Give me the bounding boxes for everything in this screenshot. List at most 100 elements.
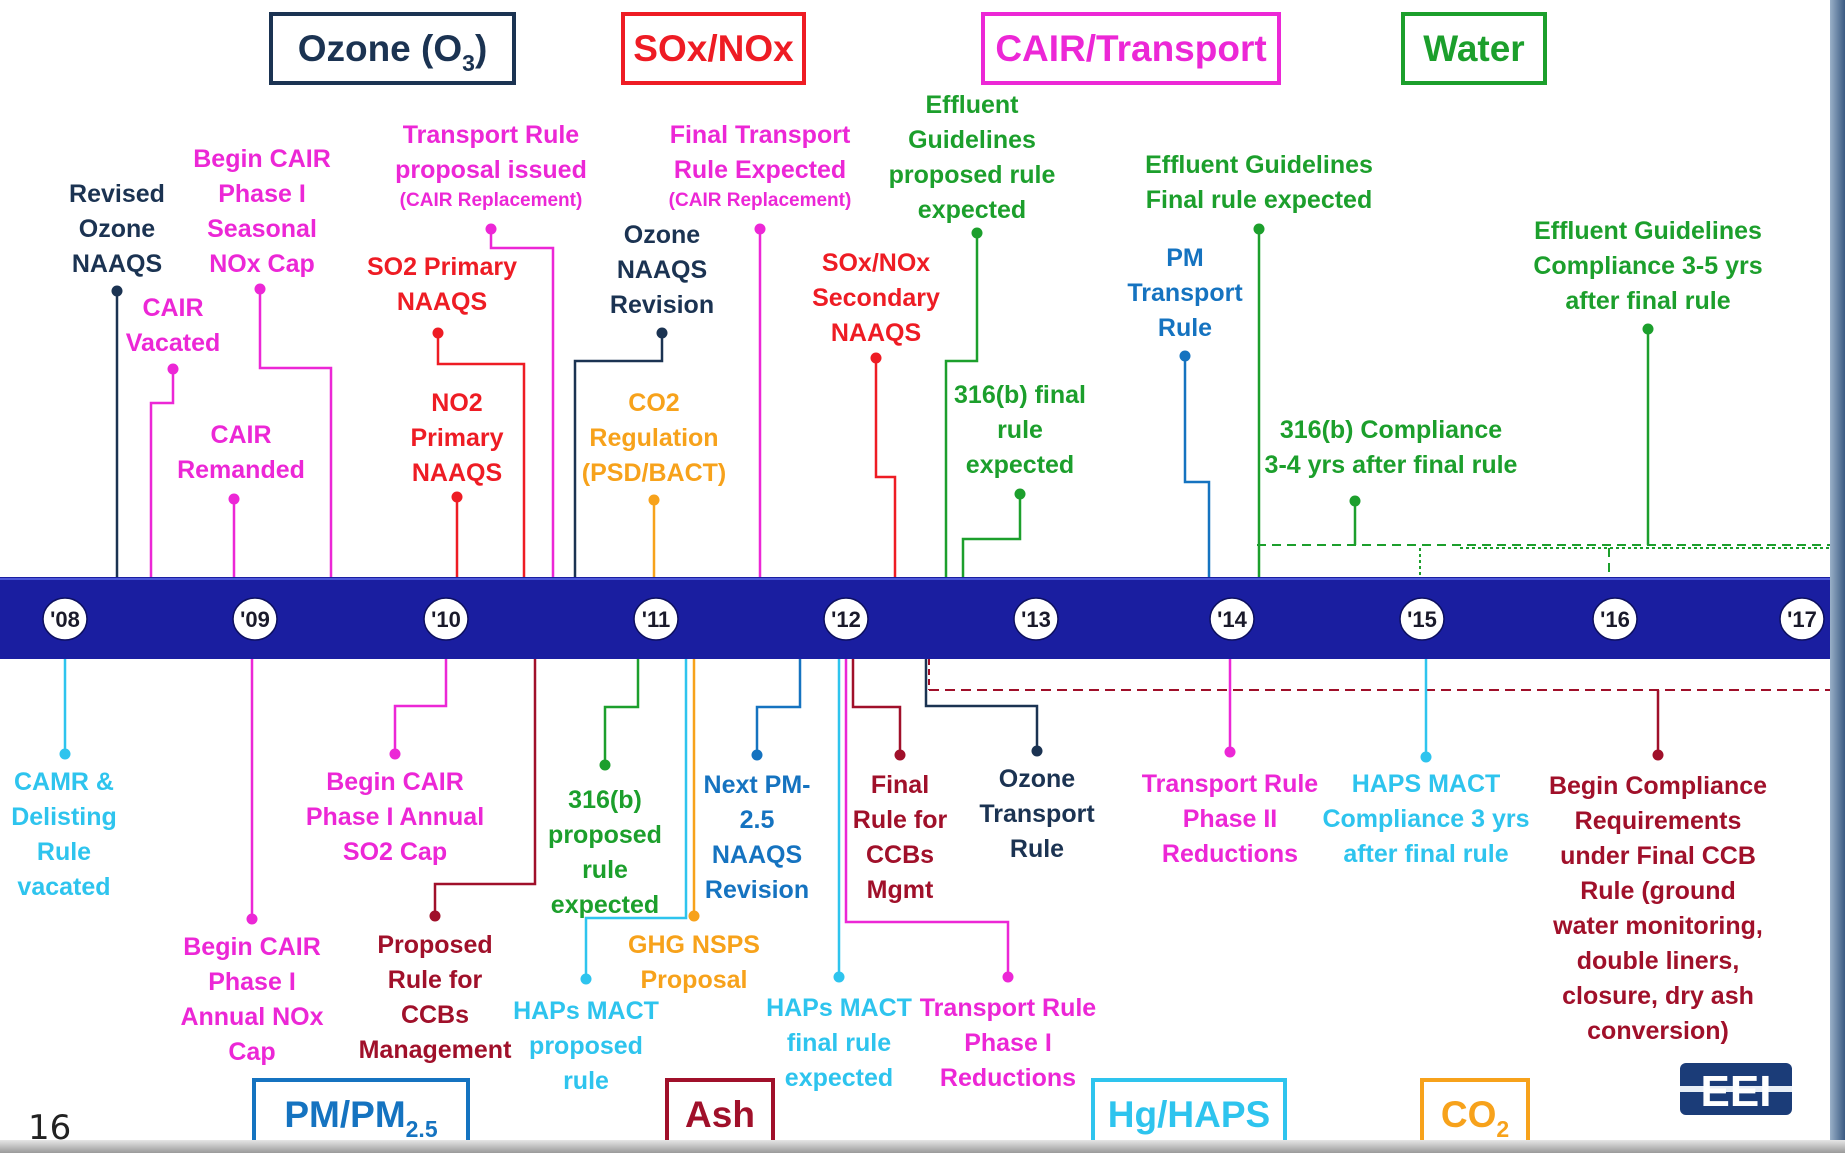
ozone-revision-label: Ozone NAAQS Revision bbox=[610, 218, 714, 323]
pm-transport-label: PM Transport Rule bbox=[1127, 241, 1242, 346]
next-pm25-label: Next PM- 2.5 NAAQS Revision bbox=[704, 768, 811, 908]
year-label: '17 bbox=[1787, 607, 1817, 632]
final-transport-note: (CAIR Replacement) bbox=[668, 190, 852, 211]
begin-cair-seasonal-connector bbox=[258, 289, 333, 577]
final-transport-dot bbox=[754, 223, 766, 235]
effluent-proposed-label: Effluent Guidelines proposed rule expect… bbox=[889, 88, 1056, 228]
transport-phase1-dot bbox=[1002, 971, 1014, 983]
haps-mact-final-dot bbox=[833, 971, 845, 983]
316b-proposed-text: 316(b) proposed rule expected bbox=[548, 786, 662, 919]
co2-regulation-dot bbox=[648, 494, 660, 506]
pm-transport-text: PM Transport Rule bbox=[1127, 244, 1243, 342]
ghg-nsps-dot bbox=[688, 910, 700, 922]
cair-remanded-label: CAIR Remanded bbox=[177, 418, 305, 488]
category-ozone-close: ) bbox=[474, 27, 488, 69]
next-pm25-dot bbox=[751, 749, 763, 761]
begin-cair-seasonal-dot bbox=[254, 283, 266, 295]
co2-regulation-label: CO2 Regulation (PSD/BACT) bbox=[582, 386, 726, 491]
year-label: '11 bbox=[642, 607, 671, 632]
category-ozone-subscript: 3 bbox=[462, 49, 475, 76]
effluent-proposed-dot bbox=[971, 227, 983, 239]
year-marker-circle bbox=[1779, 597, 1825, 641]
316b-proposed-dot bbox=[599, 759, 611, 771]
category-soxnox-label: SOx/NOx bbox=[633, 27, 794, 69]
cair-vacated-connector bbox=[149, 369, 175, 577]
begin-cair-annual-nox-label: Begin CAIR Phase I Annual NOx Cap bbox=[180, 930, 323, 1070]
timeline-bar bbox=[0, 577, 1830, 659]
year-marker: '16 bbox=[1592, 597, 1638, 641]
ccb-compliance-label: Begin Compliance Requirements under Fina… bbox=[1549, 769, 1767, 1049]
year-marker-circle bbox=[1399, 597, 1445, 641]
haps-mact-final-label: HAPs MACT final rule expected bbox=[766, 991, 912, 1096]
no2-primary-label: NO2 Primary NAAQS bbox=[410, 386, 503, 491]
haps-mact-proposed-text: HAPs MACT proposed rule bbox=[513, 997, 659, 1095]
year-label: '14 bbox=[1217, 607, 1247, 632]
transport-phase2-text: Transport Rule Phase II Reductions bbox=[1141, 770, 1319, 868]
so2-primary-text: SO2 Primary NAAQS bbox=[366, 253, 518, 316]
transport-proposal-label: Transport Rule proposal issued(CAIR Repl… bbox=[395, 118, 587, 214]
effluent-compliance-dot bbox=[1642, 323, 1654, 335]
year-marker-circle bbox=[42, 597, 88, 641]
category-water-box: Water bbox=[1401, 12, 1547, 85]
pm-transport-dot bbox=[1179, 350, 1191, 362]
year-marker: '17 bbox=[1779, 597, 1825, 641]
year-label: '12 bbox=[831, 607, 861, 632]
slide-bottom-shade bbox=[0, 1140, 1845, 1153]
soxnox-secondary-label: SOx/NOx Secondary NAAQS bbox=[812, 246, 940, 351]
cair-remanded-text: CAIR Remanded bbox=[177, 421, 305, 484]
haps-compliance-dot bbox=[1420, 751, 1432, 763]
effluent-compliance-text: Effluent Guidelines Compliance 3-5 yrs a… bbox=[1533, 217, 1763, 315]
category-cair-box: CAIR/Transport bbox=[981, 12, 1281, 85]
transport-phase1-connector bbox=[844, 659, 1010, 977]
cair-remanded-dot bbox=[228, 493, 240, 505]
haps-mact-proposed-dot bbox=[580, 973, 592, 985]
final-transport-label: Final Transport Rule Expected(CAIR Repla… bbox=[669, 118, 852, 214]
316b-proposed-label: 316(b) proposed rule expected bbox=[548, 783, 662, 923]
haps-mact-proposed-label: HAPs MACT proposed rule bbox=[513, 994, 659, 1099]
so2-primary-dot bbox=[432, 327, 444, 339]
year-marker: '10 bbox=[423, 597, 469, 641]
ccb-compliance-dot bbox=[1652, 749, 1664, 761]
cair-vacated-label: CAIR Vacated bbox=[126, 291, 221, 361]
begin-cair-annual-nox-dot bbox=[246, 913, 258, 925]
haps-compliance-text: HAPS MACT Compliance 3 yrs after final r… bbox=[1322, 770, 1530, 868]
eei-logo: EEI bbox=[1680, 1063, 1792, 1115]
category-water-label: Water bbox=[1423, 27, 1525, 69]
proposed-ccb-text: Proposed Rule for CCBs Management bbox=[358, 931, 512, 1064]
year-label: '16 bbox=[1600, 607, 1630, 632]
camr-label: CAMR & Delisting Rule vacated bbox=[11, 765, 117, 905]
year-marker-circle bbox=[823, 597, 869, 641]
effluent-compliance-label: Effluent Guidelines Compliance 3-5 yrs a… bbox=[1533, 214, 1762, 319]
ozone-transport-text: Ozone Transport Rule bbox=[979, 765, 1095, 863]
year-marker-circle bbox=[1209, 597, 1255, 641]
proposed-ccb-label: Proposed Rule for CCBs Management bbox=[359, 928, 512, 1068]
316b-final-dot bbox=[1014, 488, 1026, 500]
year-label: '08 bbox=[50, 607, 80, 632]
transport-proposal-connector bbox=[489, 229, 555, 577]
final-ccb-dot bbox=[894, 749, 906, 761]
haps-mact-proposed-connector bbox=[584, 659, 688, 979]
effluent-final-label: Effluent Guidelines Final rule expected bbox=[1145, 148, 1373, 218]
category-ash-label: Ash bbox=[685, 1093, 755, 1135]
proposed-ccb-connector bbox=[433, 659, 537, 916]
year-marker-circle bbox=[1013, 597, 1059, 641]
begin-cair-annual-nox-text: Begin CAIR Phase I Annual NOx Cap bbox=[180, 933, 324, 1066]
begin-cair-seasonal-label: Begin CAIR Phase I Seasonal NOx Cap bbox=[193, 142, 331, 282]
category-co2-subscript: 2 bbox=[1496, 1115, 1510, 1142]
ozone-transport-label: Ozone Transport Rule bbox=[979, 762, 1094, 867]
category-co2-label: CO bbox=[1440, 1093, 1497, 1135]
316b-final-label: 316(b) final rule expected bbox=[954, 378, 1086, 483]
ozone-transport-dot bbox=[1031, 745, 1043, 757]
316b-final-connector bbox=[961, 494, 1022, 577]
so2-primary-label: SO2 Primary NAAQS bbox=[367, 250, 517, 320]
category-pm-label: PM/PM bbox=[284, 1093, 406, 1135]
transport-phase2-dot bbox=[1224, 746, 1236, 758]
next-pm25-connector bbox=[755, 659, 802, 755]
slide-edge-bar bbox=[1830, 0, 1845, 1153]
cair-vacated-dot bbox=[167, 363, 179, 375]
year-label: '13 bbox=[1021, 607, 1051, 632]
soxnox-secondary-dot bbox=[870, 352, 882, 364]
